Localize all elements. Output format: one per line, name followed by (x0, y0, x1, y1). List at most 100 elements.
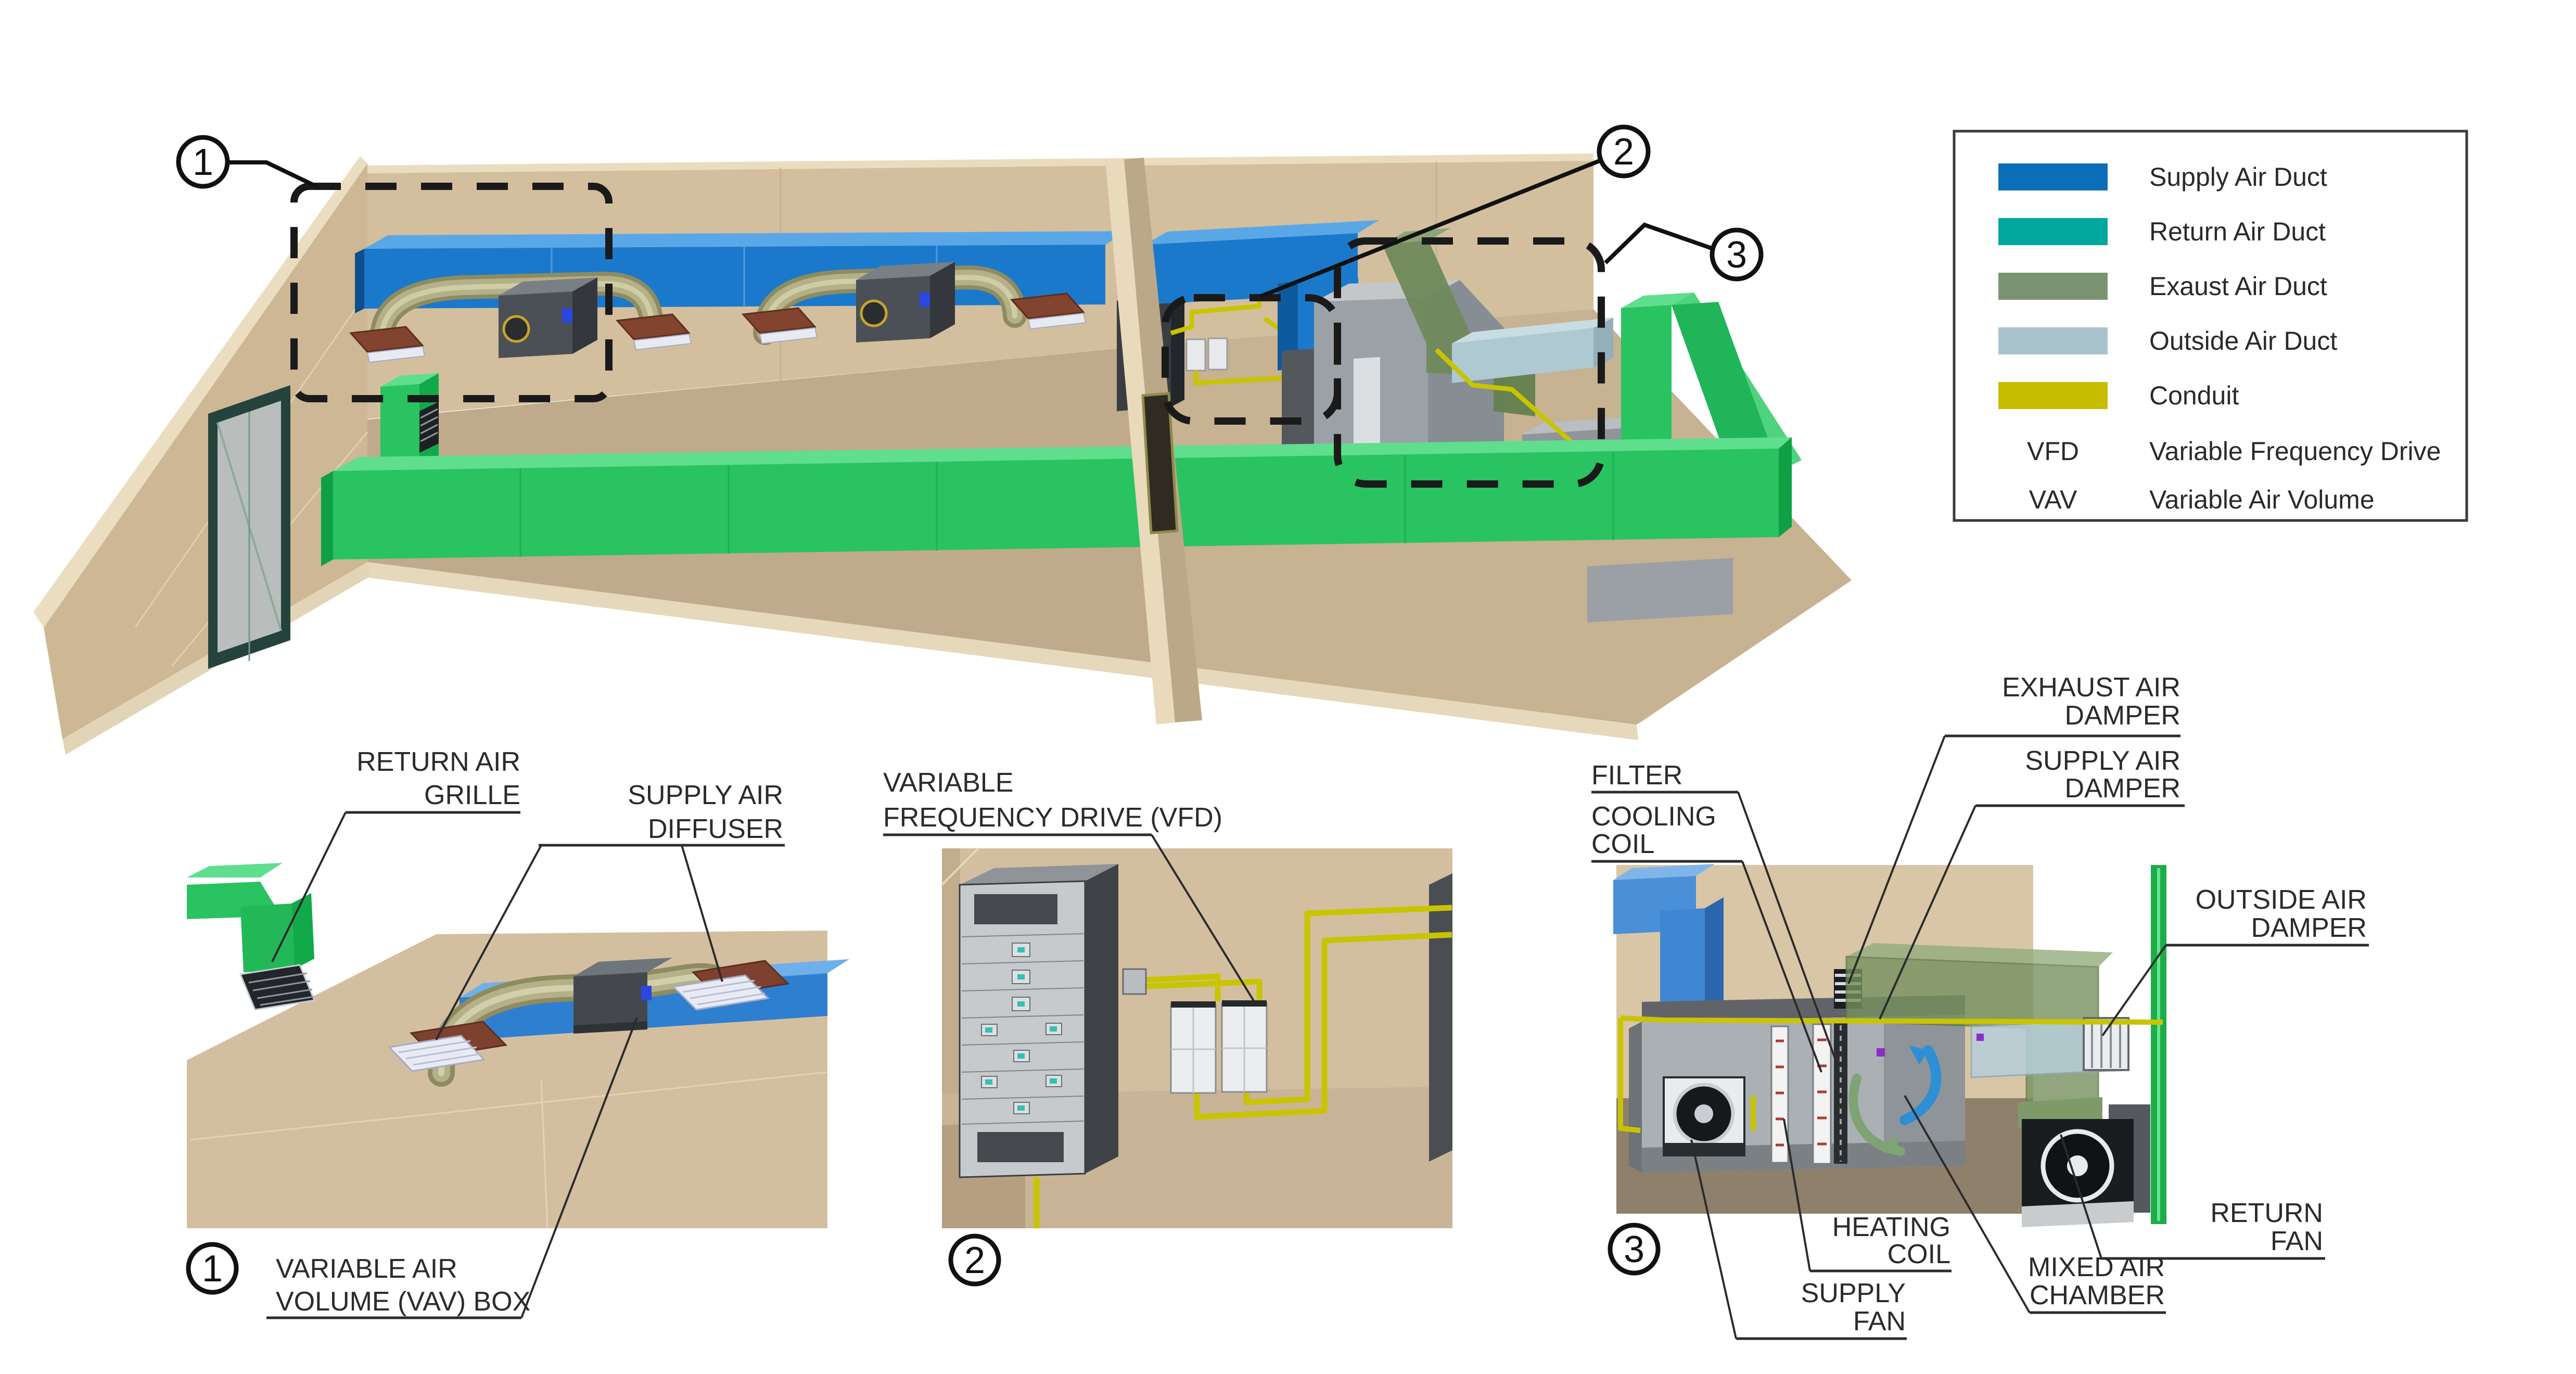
d1-supply-air-diffuser-label-2: DIFFUSER (648, 814, 783, 844)
left-wall-outer-edge (33, 156, 367, 628)
diffuser-2 (615, 313, 692, 351)
d1-number: 1 (202, 1248, 223, 1290)
d3-cooling-coil-label-2: COIL (1591, 829, 1654, 859)
d3-outside-damper-leader (2101, 944, 2167, 1037)
d3-cooling-coil-leader (1741, 861, 1822, 1073)
d2-dark-wall (1429, 873, 1452, 1162)
diffuser-1 (349, 326, 426, 363)
d3-conduit (1618, 1015, 2163, 1133)
d2-breakers (981, 943, 1062, 1114)
callout-3-circle (1710, 227, 1764, 282)
d2-breaker-dots (985, 947, 1057, 1111)
partition-wall (1105, 158, 1202, 724)
supply-air-diffusers (349, 292, 1087, 363)
d3-supply-fan-leader (1690, 1139, 1737, 1339)
flex-duct-arch-2 (753, 265, 1027, 345)
main-view: 1 2 3 (33, 124, 1852, 755)
vfd-boxes-main (1185, 337, 1228, 372)
callout-3-leader (1604, 222, 1714, 264)
diffuser-3 (741, 307, 818, 345)
d3-sensor-dot-2 (1976, 1034, 1984, 1041)
callout-2-leader (1259, 158, 1602, 299)
legend-label-outside: Outside Air Duct (2149, 326, 2337, 355)
d3-exhaust-damper-leader (1847, 735, 1946, 984)
legend-swatch-conduit (1998, 382, 2108, 409)
d3-filter-strip (1834, 1023, 1847, 1164)
flex-duct-arch-1 (369, 271, 664, 351)
d1-diffuser-hatch (398, 1040, 481, 1066)
detail-vfd: VARIABLE FREQUENCY DRIVE (VFD) 2 (883, 768, 1452, 1287)
d3-supply-fan-label-1: SUPPLY (1801, 1278, 1906, 1308)
legend-swatch-return (1998, 218, 2108, 245)
legend-label-vfd: Variable Frequency Drive (2149, 437, 2441, 466)
d1-return-duct-grille (187, 863, 316, 1011)
d2-number: 2 (964, 1240, 985, 1281)
d3-return-fan-leader (2060, 1134, 2102, 1259)
d1-grille-slats (248, 972, 314, 1006)
d2-junction-box (1122, 968, 1147, 995)
d2-electrical-panel (959, 864, 1118, 1178)
d1-diffuser-right (671, 960, 790, 1011)
callout-1-number: 1 (193, 142, 213, 183)
d3-supply-damper-leader (1879, 805, 1976, 1020)
d3-filter-label: FILTER (1591, 760, 1682, 791)
d2-vfd-boxes (1170, 1000, 1268, 1094)
d1-diffuser-hatch (682, 979, 766, 1006)
detail-ahu: FILTER COOLING COIL EXHAUST AIR DAMPER S… (1591, 672, 2369, 1340)
outside-air-duct-main (1452, 317, 1613, 383)
legend-label-return: Return Air Duct (2149, 217, 2326, 246)
callout-3-number: 3 (1726, 234, 1747, 276)
d3-mixed-air-label-1: MIXED AIR (2028, 1252, 2165, 1282)
d3-number: 3 (1624, 1229, 1644, 1270)
d1-seam (540, 1079, 549, 1229)
d2-number-circle (948, 1233, 1001, 1287)
d1-vav-box (573, 958, 672, 1034)
callout-region-1 (290, 183, 613, 402)
d3-heating-coil-label-1: HEATING (1832, 1212, 1950, 1242)
diffuser-4 (1010, 292, 1087, 330)
d3-mixed-air-label-2: CHAMBER (2030, 1280, 2165, 1311)
legend-abbr-vfd: VFD (2027, 437, 2079, 466)
d1-return-air-grille-leader (271, 812, 347, 962)
d3-return-fan (2018, 1097, 2134, 1227)
callout-1-leader (227, 160, 320, 189)
d3-exhaust-damper-label-1: EXHAUST AIR (2002, 672, 2180, 703)
d3-cooling-coil-strip (1812, 1023, 1832, 1165)
return-air-duct-right-structure (1621, 292, 1802, 477)
detail-vav: RETURN AIR GRILLE SUPPLY AIR DIFFUSER VA… (186, 747, 849, 1319)
return-air-duct-front (321, 437, 1792, 566)
d3-supply-fan (1663, 1076, 1745, 1156)
d3-mixed-air-leader (1904, 1095, 2031, 1313)
d2-corner (941, 847, 979, 886)
d3-outside-damper-label-2: DAMPER (2251, 913, 2367, 943)
d3-cooling-coil-label-1: COOLING (1591, 802, 1716, 832)
d1-vav-box-leader (520, 1017, 638, 1318)
d3-supply-fan-label-2: FAN (1853, 1306, 1906, 1337)
d1-number-circle (186, 1242, 239, 1295)
grille-slats (420, 408, 438, 442)
d1-supply-air-diffuser-label-1: SUPPLY AIR (628, 780, 783, 810)
d3-heating-coil-strip (1770, 1025, 1789, 1164)
legend-label-exhaust: Exaust Air Duct (2149, 272, 2327, 301)
d3-sensor-dot-1 (1877, 1048, 1885, 1057)
left-wall (44, 163, 367, 739)
legend-box (1953, 130, 2468, 522)
d3-number-circle (1608, 1223, 1661, 1276)
d1-supply-air-diffuser-leader-1 (435, 845, 542, 1040)
legend-swatch-supply (1998, 163, 2108, 190)
d3-filter-leader (1737, 792, 1839, 1067)
d1-vav-box-label-2: VOLUME (VAV) BOX (276, 1287, 530, 1317)
legend-swatch-exhaust (1998, 273, 2108, 300)
d3-outside-damper-label-1: OUTSIDE AIR (2196, 885, 2367, 915)
d2-conduits (1034, 905, 1452, 1228)
d3-exhaust-damper-label-2: DAMPER (2065, 701, 2180, 731)
d3-damper-louvers (2091, 1020, 2121, 1068)
d3-heating-coil-label-2: COIL (1888, 1239, 1950, 1269)
legend-label-conduit: Conduit (2149, 381, 2239, 410)
d1-seam (189, 1071, 827, 1141)
vav-box-2 (856, 262, 955, 342)
d3-outside-air-duct (1970, 1017, 2129, 1078)
d2-vfd-label-2: FREQUENCY DRIVE (VFD) (883, 803, 1222, 833)
callout-1-circle (176, 135, 230, 189)
